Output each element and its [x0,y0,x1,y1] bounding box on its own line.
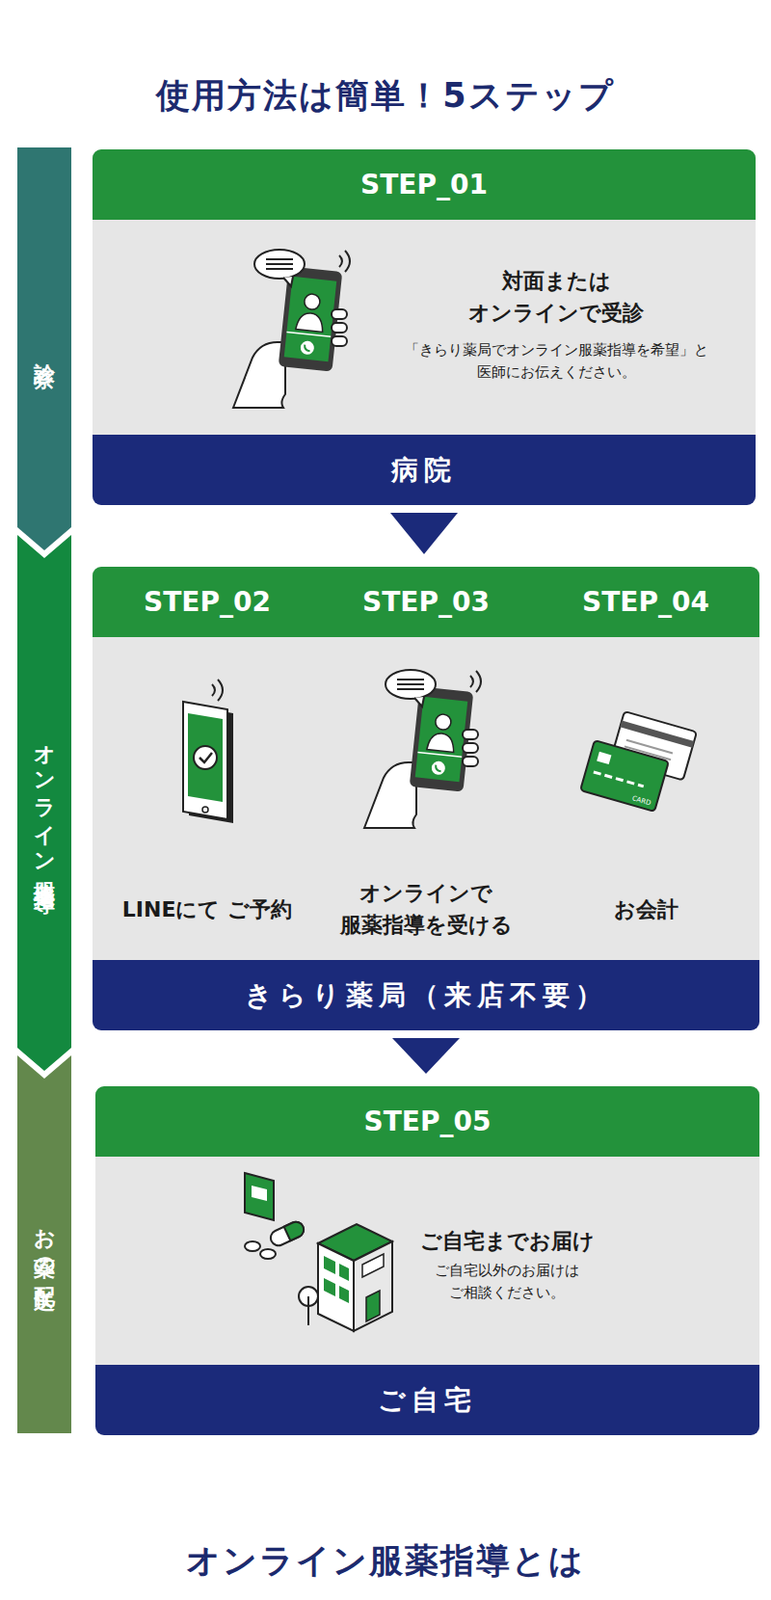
step-note: 「きらり薬局でオンライン服薬指導を希望」と 医師にお伝えください。 [372,339,740,385]
step-heading: 対面または オンラインで受診 [450,265,663,329]
step-number: STEP_02 [101,566,314,638]
step-card: STEP_05 ご自宅 ご自宅までお届けご自宅以外のお届けは ご相談ください。 [95,1086,760,1436]
place-label: ご自宅 [377,1382,478,1419]
step-card: きらり薬局（来店不要）STEP_02LINEにて ご予約STEP_03オンライン… [92,566,760,1031]
step-number: STEP_03 [319,566,532,638]
step-heading: ご自宅までお届け [391,1224,623,1257]
page-title: 使用方法は簡単！5ステップ [0,73,771,119]
step-number: STEP_04 [539,566,752,638]
step-band: お薬の配送 [17,1055,72,1434]
place-label: 病院 [391,451,457,489]
flow-arrow [390,512,458,555]
flow-arrow [392,1037,460,1074]
footer-bar: 病院 [92,434,756,506]
place-label: きらり薬局（来店不要） [244,977,609,1014]
step-column: STEP_04 お会計 [539,566,752,959]
step-number: STEP_05 [364,1105,492,1138]
step-card: STEP_01 病院 対面または オンラインで受診「きらり薬局でオンライン服薬指導を… [92,149,756,506]
footer-bar: ご自宅 [95,1364,760,1436]
step-number: STEP_01 [360,168,488,201]
band-label: お薬の配送 [29,1213,59,1277]
band-label: オンライン服薬指導 [29,729,59,877]
step-band: オンライン服薬指導 [17,534,72,1071]
step-description: オンラインで 服薬指導を受ける [329,877,523,941]
footer-bar: きらり薬局（来店不要） [92,959,760,1031]
step-column: STEP_02LINEにて ご予約 [101,566,314,959]
step-band: 診察 [17,147,72,551]
header-bar: STEP_01 [92,149,756,220]
step-description: LINEにて ご予約 [110,877,304,941]
step-description: お会計 [549,877,743,941]
step-column: STEP_03 オンラインで 服薬指導を受ける [319,566,532,959]
band-label: 診察 [29,345,59,352]
section-heading: オンライン服薬指導とは [0,1538,771,1584]
header-bar: STEP_05 [95,1086,760,1157]
step-note: ご自宅以外のお届けは ご相談ください。 [410,1259,604,1305]
